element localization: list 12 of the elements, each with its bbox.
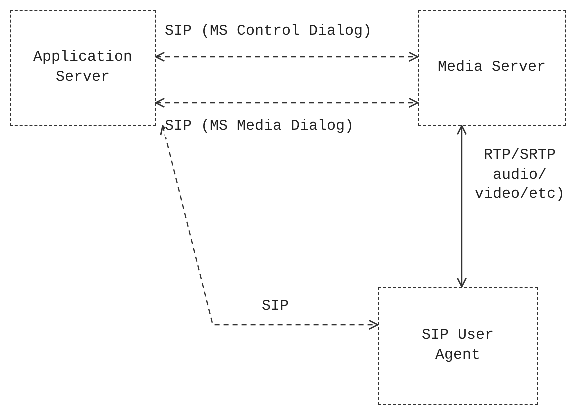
connector-arrow <box>456 125 468 288</box>
node-label: Media Server <box>437 58 547 78</box>
server-box <box>10 10 156 126</box>
connector-arrow <box>155 52 419 62</box>
server-box <box>378 287 538 405</box>
node-label: SIP User Agent <box>420 326 495 366</box>
edge-label: SIP (MS Media Dialog) <box>165 117 354 136</box>
connector-arrow <box>160 125 379 330</box>
server-box <box>418 10 566 126</box>
connector-arrow <box>155 98 419 108</box>
node-label: Application Server <box>32 48 134 88</box>
edge-label: SIP (MS Control Dialog) <box>165 22 372 42</box>
